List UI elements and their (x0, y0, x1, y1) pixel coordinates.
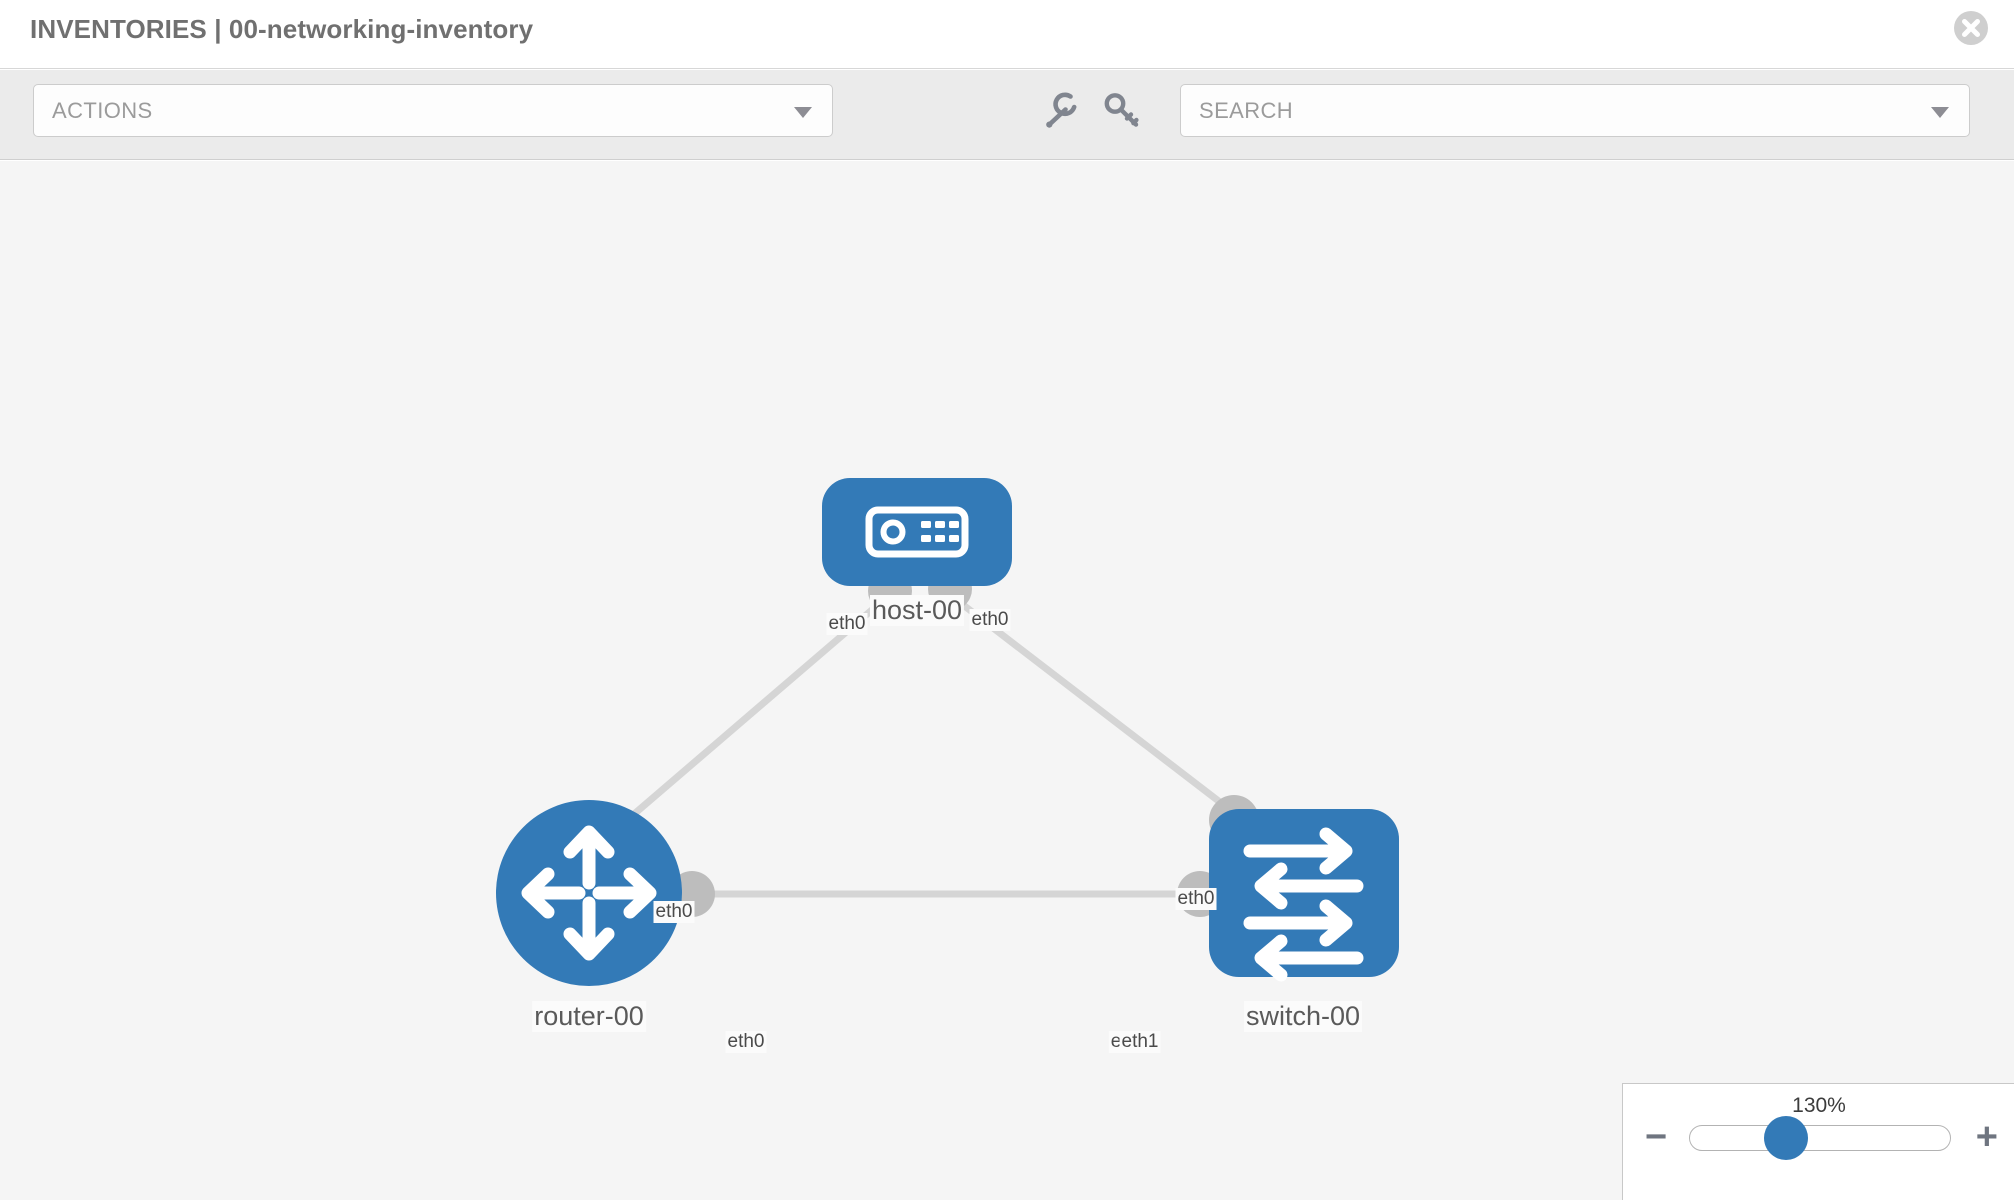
zoom-in-button[interactable]: + (1975, 1116, 1998, 1158)
zoom-slider-track[interactable] (1689, 1125, 1951, 1151)
actions-dropdown[interactable]: ACTIONS (33, 84, 833, 137)
zoom-slider-thumb[interactable] (1764, 1116, 1808, 1160)
zoom-out-button[interactable]: − (1645, 1116, 1668, 1158)
node-label-host-00: host-00 (869, 595, 965, 626)
key-icon[interactable] (1098, 86, 1146, 134)
interface-label: eth0 (653, 901, 695, 923)
interface-label: eth0 (969, 609, 1011, 631)
search-input[interactable]: SEARCH (1180, 84, 1970, 137)
actions-dropdown-label: ACTIONS (52, 98, 153, 123)
search-placeholder: SEARCH (1199, 98, 1294, 123)
node-router-00[interactable] (496, 800, 682, 986)
interface-label: eth0 (725, 1031, 767, 1053)
zoom-level-value: 130% (1792, 1094, 1846, 1117)
wrench-icon[interactable] (1037, 86, 1085, 134)
close-circle-icon (1954, 11, 1988, 45)
node-host-00[interactable] (822, 478, 1012, 586)
topology-graph (496, 478, 1399, 986)
topology-canvas[interactable]: eth0 eth0 eth0 eth0 eth0 eth eth1 host-0… (0, 161, 2014, 1200)
page-header: INVENTORIES | 00-networking-inventory (0, 0, 2014, 69)
node-label-router-00: router-00 (532, 1001, 646, 1032)
page-title: INVENTORIES | 00-networking-inventory (30, 14, 534, 44)
chevron-down-icon (794, 107, 812, 118)
node-label-switch-00: switch-00 (1243, 1001, 1363, 1032)
router-arrows-icon (521, 825, 657, 961)
close-icon[interactable] (1951, 8, 1991, 48)
interface-label: eth0 (1175, 888, 1217, 910)
interface-label: eth1 (1119, 1031, 1161, 1053)
server-icon (865, 506, 969, 558)
search-chevron-down-icon[interactable] (1931, 107, 1949, 118)
links-layer (609, 588, 1258, 898)
wrench-glyph (1046, 92, 1077, 128)
node-switch-00[interactable] (1209, 809, 1399, 982)
key-glyph (1104, 93, 1139, 127)
interface-label: eth0 (826, 613, 868, 635)
switch-arrows-icon (1243, 827, 1364, 982)
zoom-control-panel: 130% − + (1622, 1083, 2014, 1200)
